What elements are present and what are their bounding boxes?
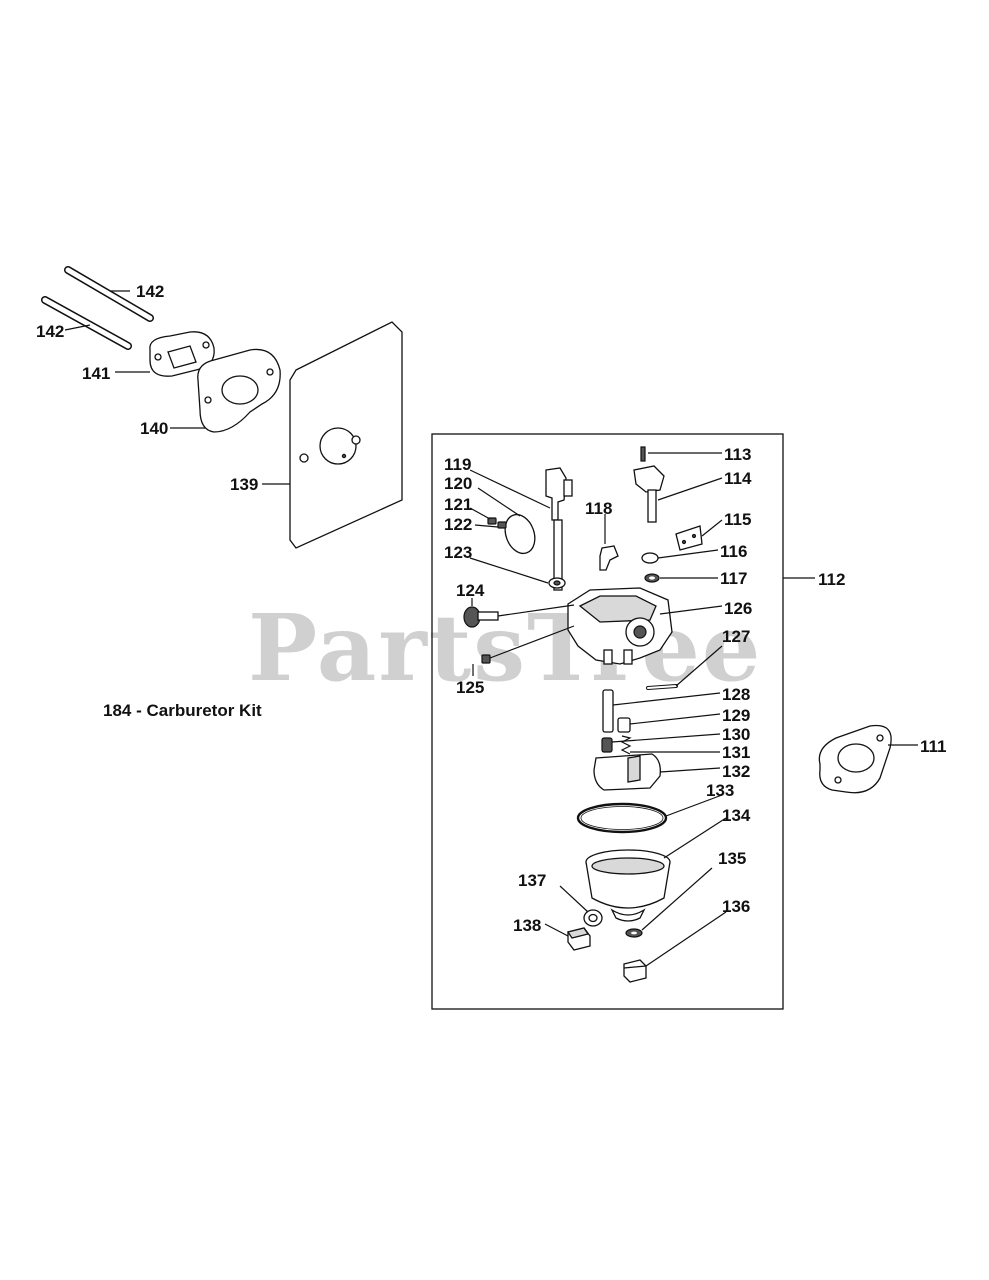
screw-121[interactable]: [487, 517, 497, 525]
callout-134: 134: [722, 806, 751, 825]
drain-bolt-136[interactable]: [623, 959, 647, 983]
washer-116[interactable]: [641, 552, 659, 564]
callout-116: 116: [720, 542, 747, 561]
callout-125: 125: [456, 678, 484, 697]
spring-131[interactable]: [620, 735, 632, 755]
drain-plug-138[interactable]: [566, 927, 591, 951]
washer-135[interactable]: [625, 928, 643, 938]
throttle-shaft-114[interactable]: [633, 465, 665, 523]
callout-117: 117: [720, 569, 747, 588]
throttle-plate-115[interactable]: [675, 525, 703, 551]
pin-113[interactable]: [640, 446, 646, 462]
callout-111: 111: [920, 737, 947, 756]
stud-142-upper[interactable]: [64, 266, 154, 322]
callout-131: 131: [722, 743, 750, 762]
callout-128: 128: [722, 685, 750, 704]
choke-shaft-119[interactable]: [545, 467, 573, 591]
callout-132: 132: [722, 762, 750, 781]
pin-127[interactable]: [646, 684, 678, 690]
choke-plate-120[interactable]: [500, 510, 540, 557]
float-bowl-134[interactable]: [585, 849, 671, 922]
callout-129: 129: [722, 706, 750, 725]
screw-125[interactable]: [481, 654, 491, 664]
washer-137[interactable]: [583, 909, 603, 927]
heat-shield-139[interactable]: [289, 321, 403, 549]
callout-139: 139: [230, 475, 258, 494]
o-ring-133[interactable]: [576, 802, 668, 834]
callout-115: 115: [724, 510, 751, 529]
callout-136: 136: [722, 897, 750, 916]
callout-137: 137: [518, 871, 546, 890]
seal-123[interactable]: [548, 577, 566, 589]
gasket-141[interactable]: [149, 331, 215, 377]
callout-121: 121: [444, 495, 472, 514]
stud-142-lower[interactable]: [41, 296, 132, 350]
spacer-140[interactable]: [197, 348, 281, 433]
callout-118: 118: [585, 499, 612, 518]
carburetor-kit-label[interactable]: 184 - Carburetor Kit: [103, 701, 262, 720]
callout-142-upper: 142: [136, 282, 164, 301]
callout-138: 138: [513, 916, 541, 935]
callout-112: 112: [818, 570, 845, 589]
gasket-111[interactable]: [818, 724, 892, 794]
bracket-118[interactable]: [599, 545, 619, 571]
float-132[interactable]: [593, 753, 661, 791]
callout-130: 130: [722, 725, 750, 744]
callout-122: 122: [444, 515, 472, 534]
needle-130[interactable]: [601, 737, 613, 753]
carburetor-body-126[interactable]: [567, 587, 673, 665]
seal-117[interactable]: [644, 573, 660, 583]
callout-113: 113: [724, 445, 751, 464]
callout-120: 120: [444, 474, 472, 493]
main-jet-129[interactable]: [617, 717, 631, 733]
callout-133: 133: [706, 781, 734, 800]
callout-135: 135: [718, 849, 746, 868]
callout-127: 127: [722, 627, 750, 646]
callout-124: 124: [456, 581, 485, 600]
callout-119: 119: [444, 455, 471, 474]
callout-140: 140: [140, 419, 168, 438]
callout-123: 123: [444, 543, 472, 562]
screw-122[interactable]: [497, 521, 507, 529]
callout-142-lower: 142: [36, 322, 64, 341]
callout-141: 141: [82, 364, 110, 383]
carburetor-assembly-box: [431, 433, 784, 1010]
callout-114: 114: [724, 469, 752, 488]
emulsion-tube-128[interactable]: [602, 689, 614, 733]
callout-126: 126: [724, 599, 752, 618]
